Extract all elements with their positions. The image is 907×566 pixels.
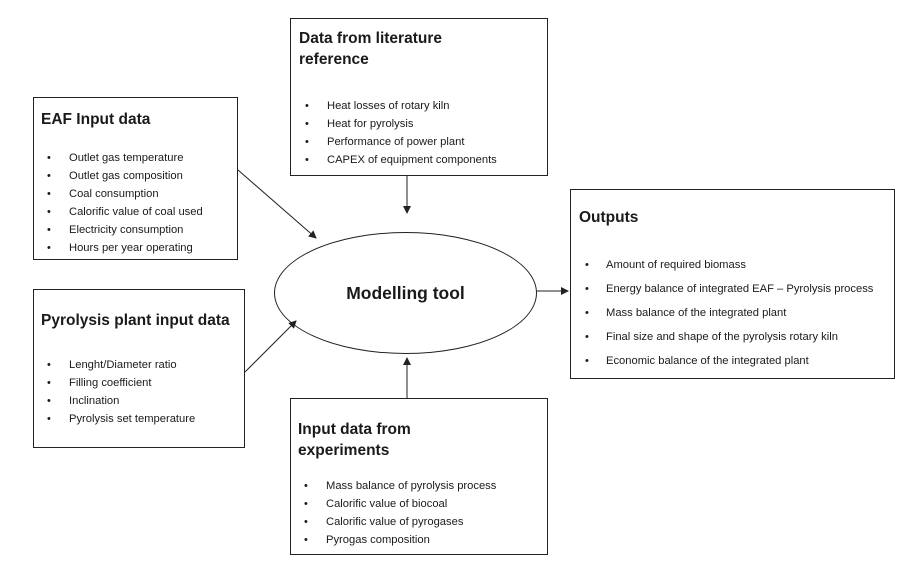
bullet-icon: • [304,534,308,546]
bullet-icon: • [47,224,51,236]
list-item: •Pyrolysis set temperature [41,410,244,428]
list-item: •Calorific value of biocoal [298,495,547,513]
bullet-icon: • [585,355,589,367]
list-item: •Amount of required biomass [579,253,894,277]
list-item: •Calorific value of coal used [41,203,237,221]
bullet-icon: • [305,118,309,130]
bullet-icon: • [304,516,308,528]
outputs-title: Outputs [579,209,639,226]
bullet-icon: • [304,480,308,492]
bullet-icon: • [47,413,51,425]
bullet-icon: • [305,154,309,166]
bullet-icon: • [47,170,51,182]
outputs-list: •Amount of required biomass •Energy bala… [579,253,894,373]
modelling-tool-node: Modelling tool [274,232,537,354]
outputs-box: Outputs •Amount of required biomass •Ene… [570,189,895,379]
list-item: •Economic balance of the integrated plan… [579,349,894,373]
list-item: •Outlet gas temperature [41,149,237,167]
list-item: •Electricity consumption [41,221,237,239]
modelling-tool-label: Modelling tool [346,282,465,303]
experiments-input-box: Input data from experiments •Mass balanc… [290,398,548,555]
list-item: •Heat for pyrolysis [299,115,547,133]
list-item: •Final size and shape of the pyrolysis r… [579,325,894,349]
eaf-title: EAF Input data [41,111,151,128]
list-item: •Mass balance of pyrolysis process [298,477,547,495]
literature-title: Data from literature reference [299,30,442,68]
bullet-icon: • [585,283,589,295]
pyrolysis-title: Pyrolysis plant input data [41,312,230,329]
pyrolysis-input-box: Pyrolysis plant input data •Lenght/Diame… [33,289,245,448]
list-item: •Pyrogas composition [298,531,547,549]
bullet-icon: • [585,259,589,271]
bullet-icon: • [47,395,51,407]
list-item: •Outlet gas composition [41,167,237,185]
list-item: •Inclination [41,392,244,410]
bullet-icon: • [585,331,589,343]
bullet-icon: • [47,359,51,371]
list-item: •Coal consumption [41,185,237,203]
bullet-icon: • [47,377,51,389]
list-item: •Calorific value of pyrogases [298,513,547,531]
bullet-icon: • [47,242,51,254]
eaf-input-box: EAF Input data •Outlet gas temperature •… [33,97,238,260]
bullet-icon: • [304,498,308,510]
arrow-pyrolysis-to-tool [244,320,297,373]
experiments-list: •Mass balance of pyrolysis process •Calo… [298,477,547,549]
literature-list: •Heat losses of rotary kiln •Heat for py… [299,97,547,169]
list-item: •Hours per year operating [41,239,237,257]
pyrolysis-list: •Lenght/Diameter ratio •Filling coeffici… [41,356,244,428]
bullet-icon: • [47,206,51,218]
bullet-icon: • [47,152,51,164]
list-item: •Mass balance of the integrated plant [579,301,894,325]
experiments-title: Input data from experiments [298,421,411,459]
literature-data-box: Data from literature reference •Heat los… [290,18,548,176]
list-item: •CAPEX of equipment components [299,151,547,169]
list-item: •Performance of power plant [299,133,547,151]
list-item: •Heat losses of rotary kiln [299,97,547,115]
arrow-eaf-to-tool [237,169,317,239]
bullet-icon: • [47,188,51,200]
bullet-icon: • [305,136,309,148]
list-item: •Energy balance of integrated EAF – Pyro… [579,277,894,301]
bullet-icon: • [585,307,589,319]
eaf-list: •Outlet gas temperature •Outlet gas comp… [41,149,237,257]
bullet-icon: • [305,100,309,112]
list-item: •Lenght/Diameter ratio [41,356,244,374]
list-item: •Filling coefficient [41,374,244,392]
